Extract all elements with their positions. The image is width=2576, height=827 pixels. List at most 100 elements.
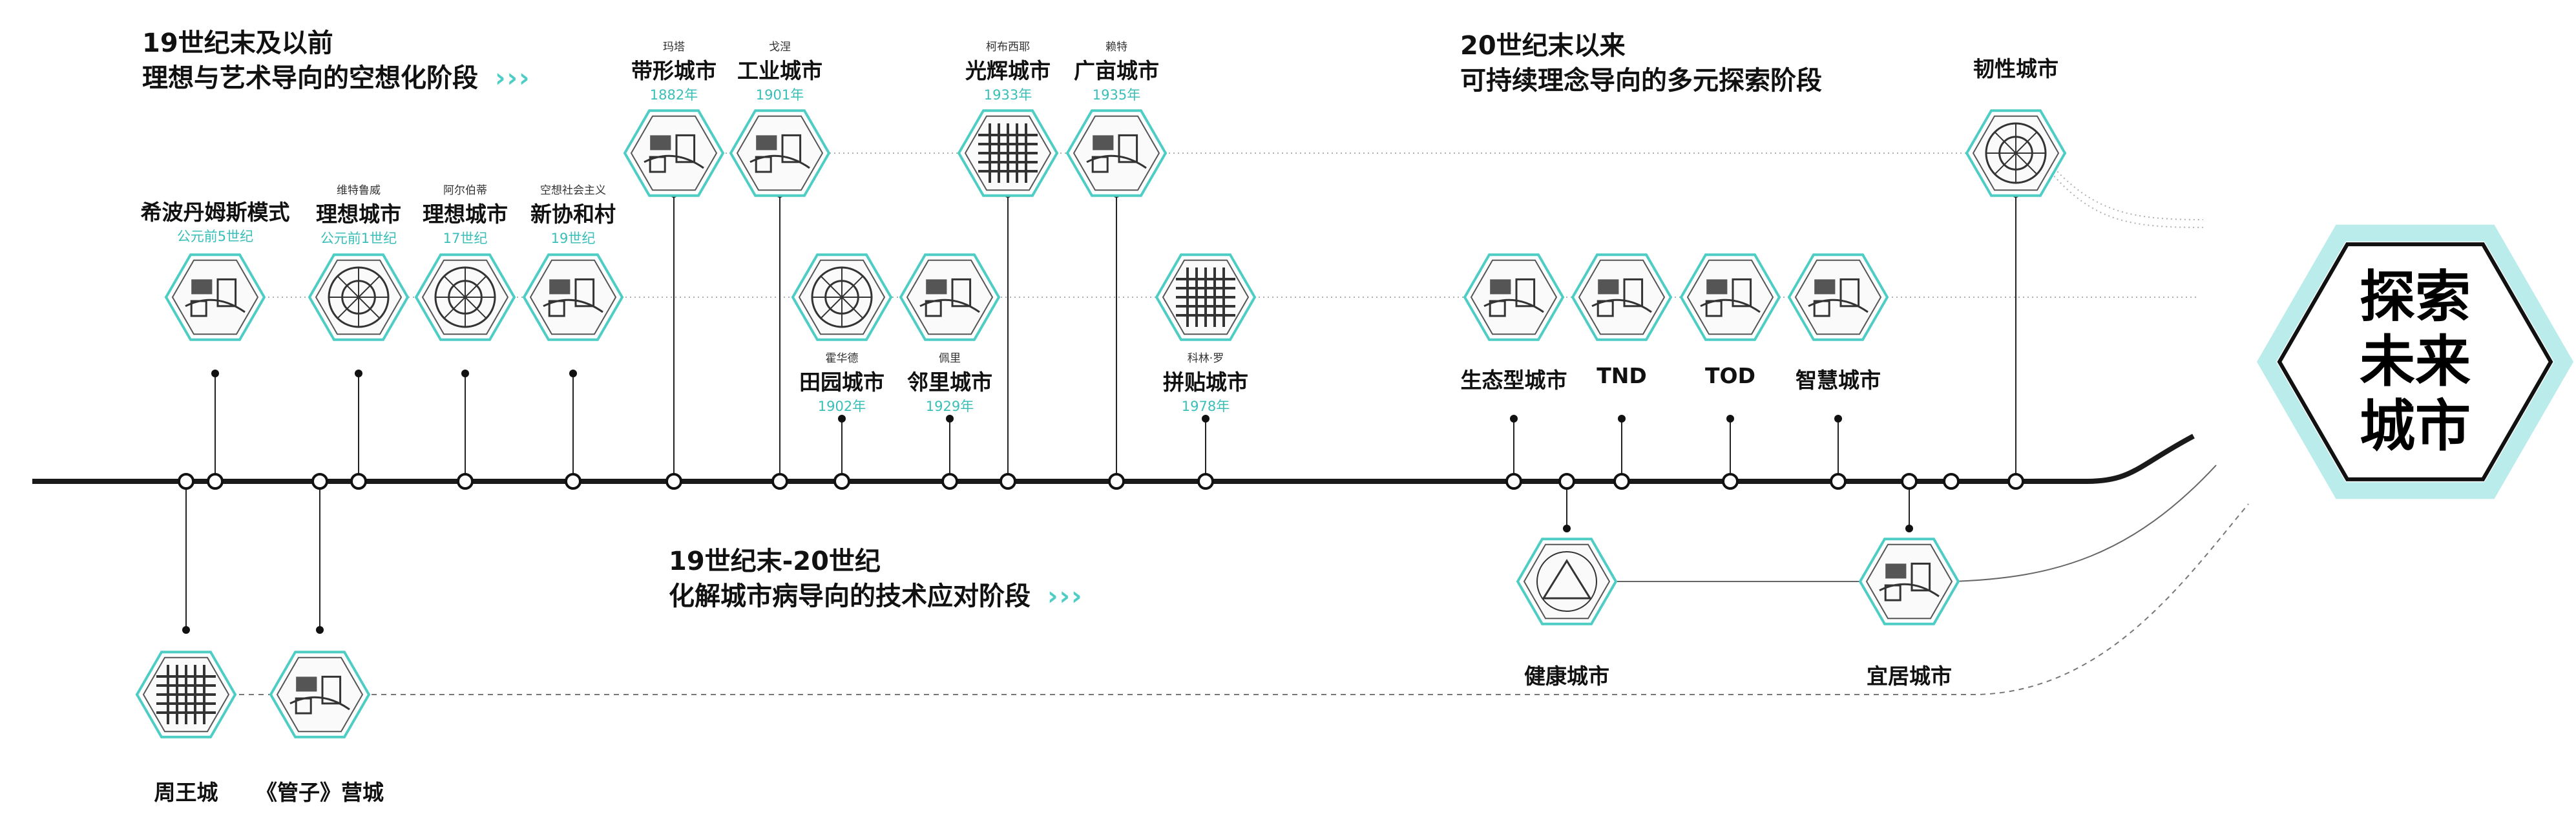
stem-dot — [1834, 415, 1842, 423]
plan-road — [1879, 583, 1940, 598]
label-zhou: 周王城 — [154, 775, 218, 806]
era-1-line2: 理想与艺术导向的空想化阶段 — [142, 63, 478, 93]
plan-radial — [1994, 152, 2016, 175]
plan-radial — [443, 297, 466, 319]
node-year: 1933年 — [983, 87, 1032, 103]
stem-dot — [211, 370, 219, 377]
node-name: TND — [1597, 363, 1647, 388]
node-name: 理想城市 — [316, 202, 401, 227]
stem-dot — [838, 415, 846, 423]
plan-block — [675, 134, 696, 163]
timeline-node-circle — [350, 473, 367, 490]
plan-block — [216, 278, 237, 308]
timeline-node-circle — [2007, 473, 2024, 490]
branch-livable-future — [1951, 465, 2217, 582]
stem-dot — [1726, 415, 1734, 423]
timeline-node-circle — [1722, 473, 1739, 490]
node-name: 《管子》营城 — [256, 780, 384, 805]
plan-block — [926, 279, 947, 295]
plan-road — [1700, 298, 1761, 313]
label-linear: 玛塔 带形城市 1882年 — [631, 37, 717, 104]
era-2-title: 19世纪末-20世纪 化解城市病导向的技术应对阶段››› — [669, 544, 1083, 614]
node-name: 健康城市 — [1524, 664, 1609, 689]
future-city-title: 探索 未来城市 — [2335, 265, 2496, 459]
node-author: 维特鲁威 — [337, 184, 381, 197]
future-hexagon — [2277, 242, 2553, 481]
plan-block — [574, 278, 595, 308]
node-name: 希波丹姆斯模式 — [140, 200, 290, 225]
plan-radial — [841, 297, 864, 319]
collage-city-figure-ground-icon — [1155, 253, 1257, 341]
dashed-line-to-future — [362, 503, 2249, 695]
plan-radial — [820, 275, 843, 298]
era-3-title: 20世纪末以来 可持续理念导向的多元探索阶段 — [1460, 28, 1822, 98]
new-harmony-building-icon — [522, 253, 624, 341]
plan-road — [289, 696, 350, 711]
dotted-curve-resilient-2 — [2047, 169, 2204, 228]
plan-road — [644, 154, 704, 169]
plan-block — [1490, 279, 1511, 295]
node-year: 1978年 — [1181, 399, 1230, 414]
plan-road — [1086, 154, 1147, 169]
smart-city-network-icon — [1787, 253, 1889, 341]
resilient-city-rings-icon — [1965, 109, 2067, 197]
label-eco: 生态型城市 — [1461, 363, 1567, 394]
timeline-node-circle — [457, 473, 474, 490]
eco-city-plan-icon — [1463, 253, 1565, 341]
plan-road — [1483, 298, 1544, 313]
timeline-node-circle — [178, 473, 194, 490]
timeline-node-circle — [1505, 473, 1522, 490]
node-name: TOD — [1705, 363, 1755, 388]
plan-radial — [465, 297, 487, 319]
timeline-node-circle — [1000, 473, 1016, 490]
plan-pyramid — [1542, 559, 1592, 600]
timeline-node-circle — [207, 473, 224, 490]
node-name: 工业城市 — [737, 58, 822, 83]
plan-road — [185, 298, 246, 313]
timeline-node-circle — [311, 473, 328, 490]
node-author: 阿尔伯蒂 — [443, 184, 487, 197]
plan-block — [781, 134, 802, 163]
era-1-title: 19世纪末及以前 理想与艺术导向的空想化阶段››› — [142, 26, 530, 96]
stem-dot — [182, 626, 190, 634]
node-year: 1929年 — [925, 399, 974, 414]
timeline-node-circle — [1108, 473, 1125, 490]
label-smart: 智慧城市 — [1796, 363, 1881, 394]
label-tod: TOD — [1705, 363, 1755, 388]
node-name: 生态型城市 — [1460, 368, 1567, 393]
timeline-node-circle — [665, 473, 682, 490]
guanzi-city-plan-icon — [269, 651, 371, 738]
node-name: 宜居城市 — [1867, 664, 1952, 689]
node-author: 霍华德 — [825, 352, 859, 365]
node-author: 戈涅 — [769, 41, 791, 54]
plan-radial — [2015, 131, 2038, 154]
plan-ring — [1536, 551, 1597, 612]
label-alberti: 阿尔伯蒂 理想城市 17世纪 — [423, 181, 508, 247]
plan-block — [321, 675, 342, 705]
era-1-chevron-icon: ››› — [495, 63, 531, 93]
plan-block — [951, 278, 972, 308]
era-2-line2: 化解城市病导向的技术应对阶段 — [669, 581, 1031, 611]
plan-radial — [465, 275, 487, 298]
node-name: 智慧城市 — [1796, 368, 1881, 393]
broadacre-city-plan-icon — [1065, 109, 1168, 197]
stem-dot — [1905, 525, 1913, 532]
neighborhood-unit-icon — [899, 253, 1001, 341]
stem-dot — [946, 415, 954, 423]
plan-block — [1515, 278, 1536, 308]
timeline-node-circle — [1197, 473, 1214, 490]
plan-block — [1814, 279, 1836, 295]
plan-block — [296, 676, 317, 692]
node-name: 田园城市 — [799, 370, 885, 395]
node-author: 科林·罗 — [1187, 352, 1224, 365]
timeline-node-circle — [1943, 473, 1960, 490]
stem-dot — [1618, 415, 1626, 423]
node-author: 玛塔 — [663, 41, 685, 54]
node-name: 韧性城市 — [1973, 56, 2058, 81]
plan-radial — [841, 275, 864, 298]
node-year: 1935年 — [1092, 87, 1141, 103]
node-year: 公元前1世纪 — [320, 231, 397, 246]
node-year: 1882年 — [649, 87, 698, 103]
timeline-node-circle — [565, 473, 581, 490]
